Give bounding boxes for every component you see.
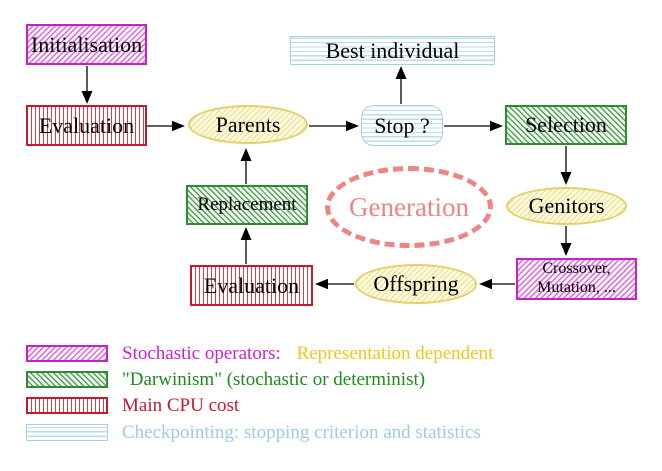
node-evaluation-bottom: Evaluation [190,265,313,306]
arrow-selection-to-genitors [560,146,572,185]
node-generation: Generation [325,166,493,248]
node-best-individual: Best individual [290,36,495,65]
legend-row-stochastic-operators: Stochastic operators: Representation dep… [122,343,493,365]
node-evaluation-top: Evaluation [26,105,147,146]
arrow-evaluation-to-replacement [240,227,252,264]
node-replacement: Replacement [186,185,308,225]
crossover-line1: Crossover, [542,260,611,278]
arrow-stop-to-selection [444,120,503,132]
node-selection: Selection [505,105,627,145]
legend-label-darwinism: "Darwinism" (stochastic or determinist) [122,369,426,390]
arrow-replacement-to-parents [240,148,252,184]
arrow-crossover-to-offspring [479,278,515,290]
legend-swatch-checkpointing [26,424,108,441]
legend-label-main-cpu-cost: Main CPU cost [122,395,240,416]
node-parents: Parents [188,105,308,144]
arrow-offspring-to-evaluation [315,278,354,290]
arrow-initialisation-to-evaluation [81,66,93,104]
legend-swatch-stochastic-operators [26,345,108,362]
legend-label-representation-dependent: Representation dependent [296,343,494,364]
node-crossover-mutation: Crossover, Mutation, ... [516,258,637,300]
node-offspring: Offspring [355,264,477,304]
arrow-stop-to-best-individual [395,66,407,104]
legend-swatch-darwinism [26,371,108,388]
crossover-line2: Mutation, ... [537,279,616,296]
arrow-parents-to-stop [309,120,359,132]
node-genitors: Genitors [506,187,627,225]
legend-swatch-main-cpu-cost [26,397,108,414]
arrow-genitors-to-crossover [560,226,572,256]
legend-label-stochastic-operators: Stochastic operators: [122,343,281,364]
arrow-evaluation-to-parents [147,120,185,132]
legend-label-checkpointing: Checkpointing: stopping criterion and st… [122,422,481,443]
node-initialisation: Initialisation [26,24,147,65]
node-stop: Stop ? [361,105,443,146]
